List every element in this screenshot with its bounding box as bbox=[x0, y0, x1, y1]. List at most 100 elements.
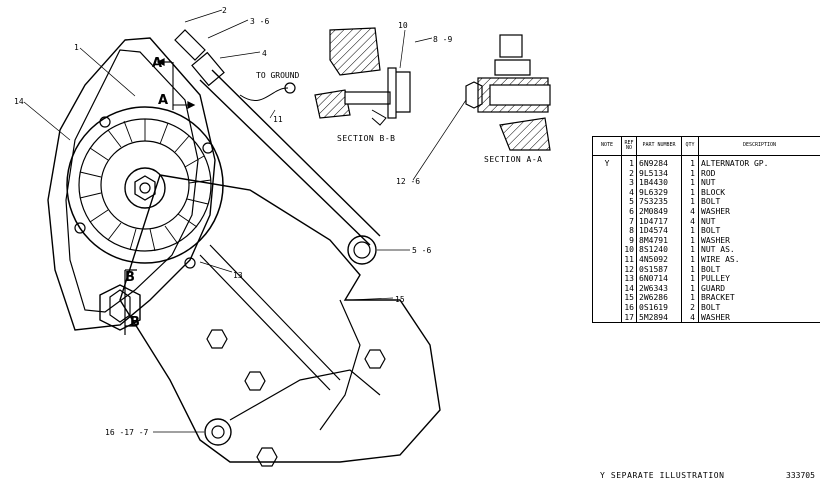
callout-15: 15 bbox=[395, 295, 405, 304]
note-cell bbox=[592, 254, 622, 265]
note-cell bbox=[592, 206, 622, 217]
note-cell bbox=[592, 178, 622, 188]
callout-10: 10 bbox=[398, 21, 408, 30]
ref-no-cell: 14 bbox=[621, 283, 637, 294]
part-number-cell: 2W6286 bbox=[636, 293, 682, 303]
ref-no-cell: 10 bbox=[621, 245, 637, 255]
part-number-cell: 6N9284 bbox=[636, 155, 682, 169]
note-cell bbox=[592, 293, 622, 303]
qty-cell: 1 bbox=[681, 274, 699, 284]
description-cell: BOLT bbox=[698, 302, 820, 313]
callout-14: 14 bbox=[14, 97, 24, 106]
parts-header-row: NOTE REF NO PART NUMBER QTY DESCRIPTION bbox=[592, 136, 820, 156]
qty-cell: 1 bbox=[681, 187, 699, 198]
view-marker-b-bottom: B bbox=[130, 315, 140, 330]
alternator-fins bbox=[79, 119, 212, 252]
qty-cell: 4 bbox=[681, 216, 699, 227]
part-number-cell: 1B4430 bbox=[636, 178, 682, 188]
ref-no-cell: 7 bbox=[621, 216, 637, 227]
note-cell bbox=[592, 187, 622, 198]
description-cell: NUT bbox=[698, 178, 820, 188]
ref-no-cell: 3 bbox=[621, 178, 637, 188]
header-note: NOTE bbox=[592, 136, 622, 156]
qty-cell: 1 bbox=[681, 235, 699, 246]
note-cell bbox=[592, 226, 622, 236]
part-number-cell: 5M2894 bbox=[636, 312, 682, 324]
header-part-number: PART NUMBER bbox=[636, 136, 682, 156]
qty-cell: 1 bbox=[681, 264, 699, 275]
to-ground-label: TO GROUND bbox=[256, 71, 300, 80]
part-number-cell: 6N0714 bbox=[636, 274, 682, 284]
adjusting-rod bbox=[199, 69, 381, 246]
callout-1: 1 bbox=[74, 43, 79, 52]
qty-cell: 1 bbox=[681, 155, 699, 169]
qty-cell: 2 bbox=[681, 302, 699, 313]
header-description: DESCRIPTION bbox=[698, 136, 820, 156]
part-number-cell: 0S1587 bbox=[636, 264, 682, 275]
description-cell: GUARD bbox=[698, 283, 820, 294]
part-number-cell: 4N5092 bbox=[636, 254, 682, 265]
part-number-cell: 1D4574 bbox=[636, 226, 682, 236]
note-cell bbox=[592, 302, 622, 313]
qty-cell: 1 bbox=[681, 293, 699, 303]
ref-no-cell: 6 bbox=[621, 206, 637, 217]
ref-no-cell: 15 bbox=[621, 293, 637, 303]
note-cell bbox=[592, 264, 622, 275]
ref-no-cell: 1 bbox=[621, 155, 637, 169]
callout-2: 2 bbox=[222, 6, 227, 15]
part-number-cell: 1D4717 bbox=[636, 216, 682, 227]
ref-no-cell: 11 bbox=[621, 254, 637, 265]
description-cell: BOLT bbox=[698, 197, 820, 207]
description-cell: BOLT bbox=[698, 264, 820, 275]
header-ref-no: REF NO bbox=[621, 136, 637, 156]
view-marker-a-top: A bbox=[152, 56, 162, 71]
view-marker-a-bottom: A bbox=[158, 93, 168, 108]
ref-no-cell: 9 bbox=[621, 235, 637, 246]
description-cell: WASHER bbox=[698, 206, 820, 217]
ref-no-cell: 17 bbox=[621, 312, 637, 324]
qty-cell: 4 bbox=[681, 312, 699, 324]
shaft-nut bbox=[134, 175, 156, 201]
parts-list-table: NOTE REF NO PART NUMBER QTY DESCRIPTION … bbox=[592, 136, 820, 324]
part-number-cell: 9L6329 bbox=[636, 187, 682, 198]
note-cell bbox=[592, 216, 622, 227]
leader-lines bbox=[23, 9, 467, 433]
description-cell: ROD bbox=[698, 168, 820, 179]
section-bb-detail bbox=[314, 27, 411, 126]
ref-no-cell: 13 bbox=[621, 274, 637, 284]
description-cell: NUT bbox=[698, 216, 820, 227]
illustration-number: 333705 bbox=[786, 471, 815, 480]
part-number-cell: 8M4791 bbox=[636, 235, 682, 246]
callout-8-9: 8 -9 bbox=[433, 35, 452, 44]
callout-12-6: 12 -6 bbox=[396, 177, 420, 186]
qty-cell: 1 bbox=[681, 254, 699, 265]
separate-illustration-note: Y SEPARATE ILLUSTRATION bbox=[600, 471, 725, 480]
callout-4: 4 bbox=[262, 49, 267, 58]
qty-cell: 1 bbox=[681, 226, 699, 236]
note-cell bbox=[592, 168, 622, 179]
callout-5-6: 5 -6 bbox=[412, 246, 431, 255]
description-cell: NUT AS. bbox=[698, 245, 820, 255]
description-cell: WIRE AS. bbox=[698, 254, 820, 265]
ground-wire bbox=[239, 87, 289, 102]
view-marker-b-top: B bbox=[125, 270, 135, 285]
note-cell: Y bbox=[592, 155, 622, 169]
part-number-cell: 7S3235 bbox=[636, 197, 682, 207]
section-bb-title: SECTION B-B bbox=[337, 134, 395, 143]
alternator-body bbox=[66, 106, 224, 264]
description-cell: ALTERNATOR GP. bbox=[698, 155, 820, 169]
header-qty: QTY bbox=[681, 136, 699, 156]
part-number-cell: 2M0849 bbox=[636, 206, 682, 217]
ref-no-cell: 12 bbox=[621, 264, 637, 275]
